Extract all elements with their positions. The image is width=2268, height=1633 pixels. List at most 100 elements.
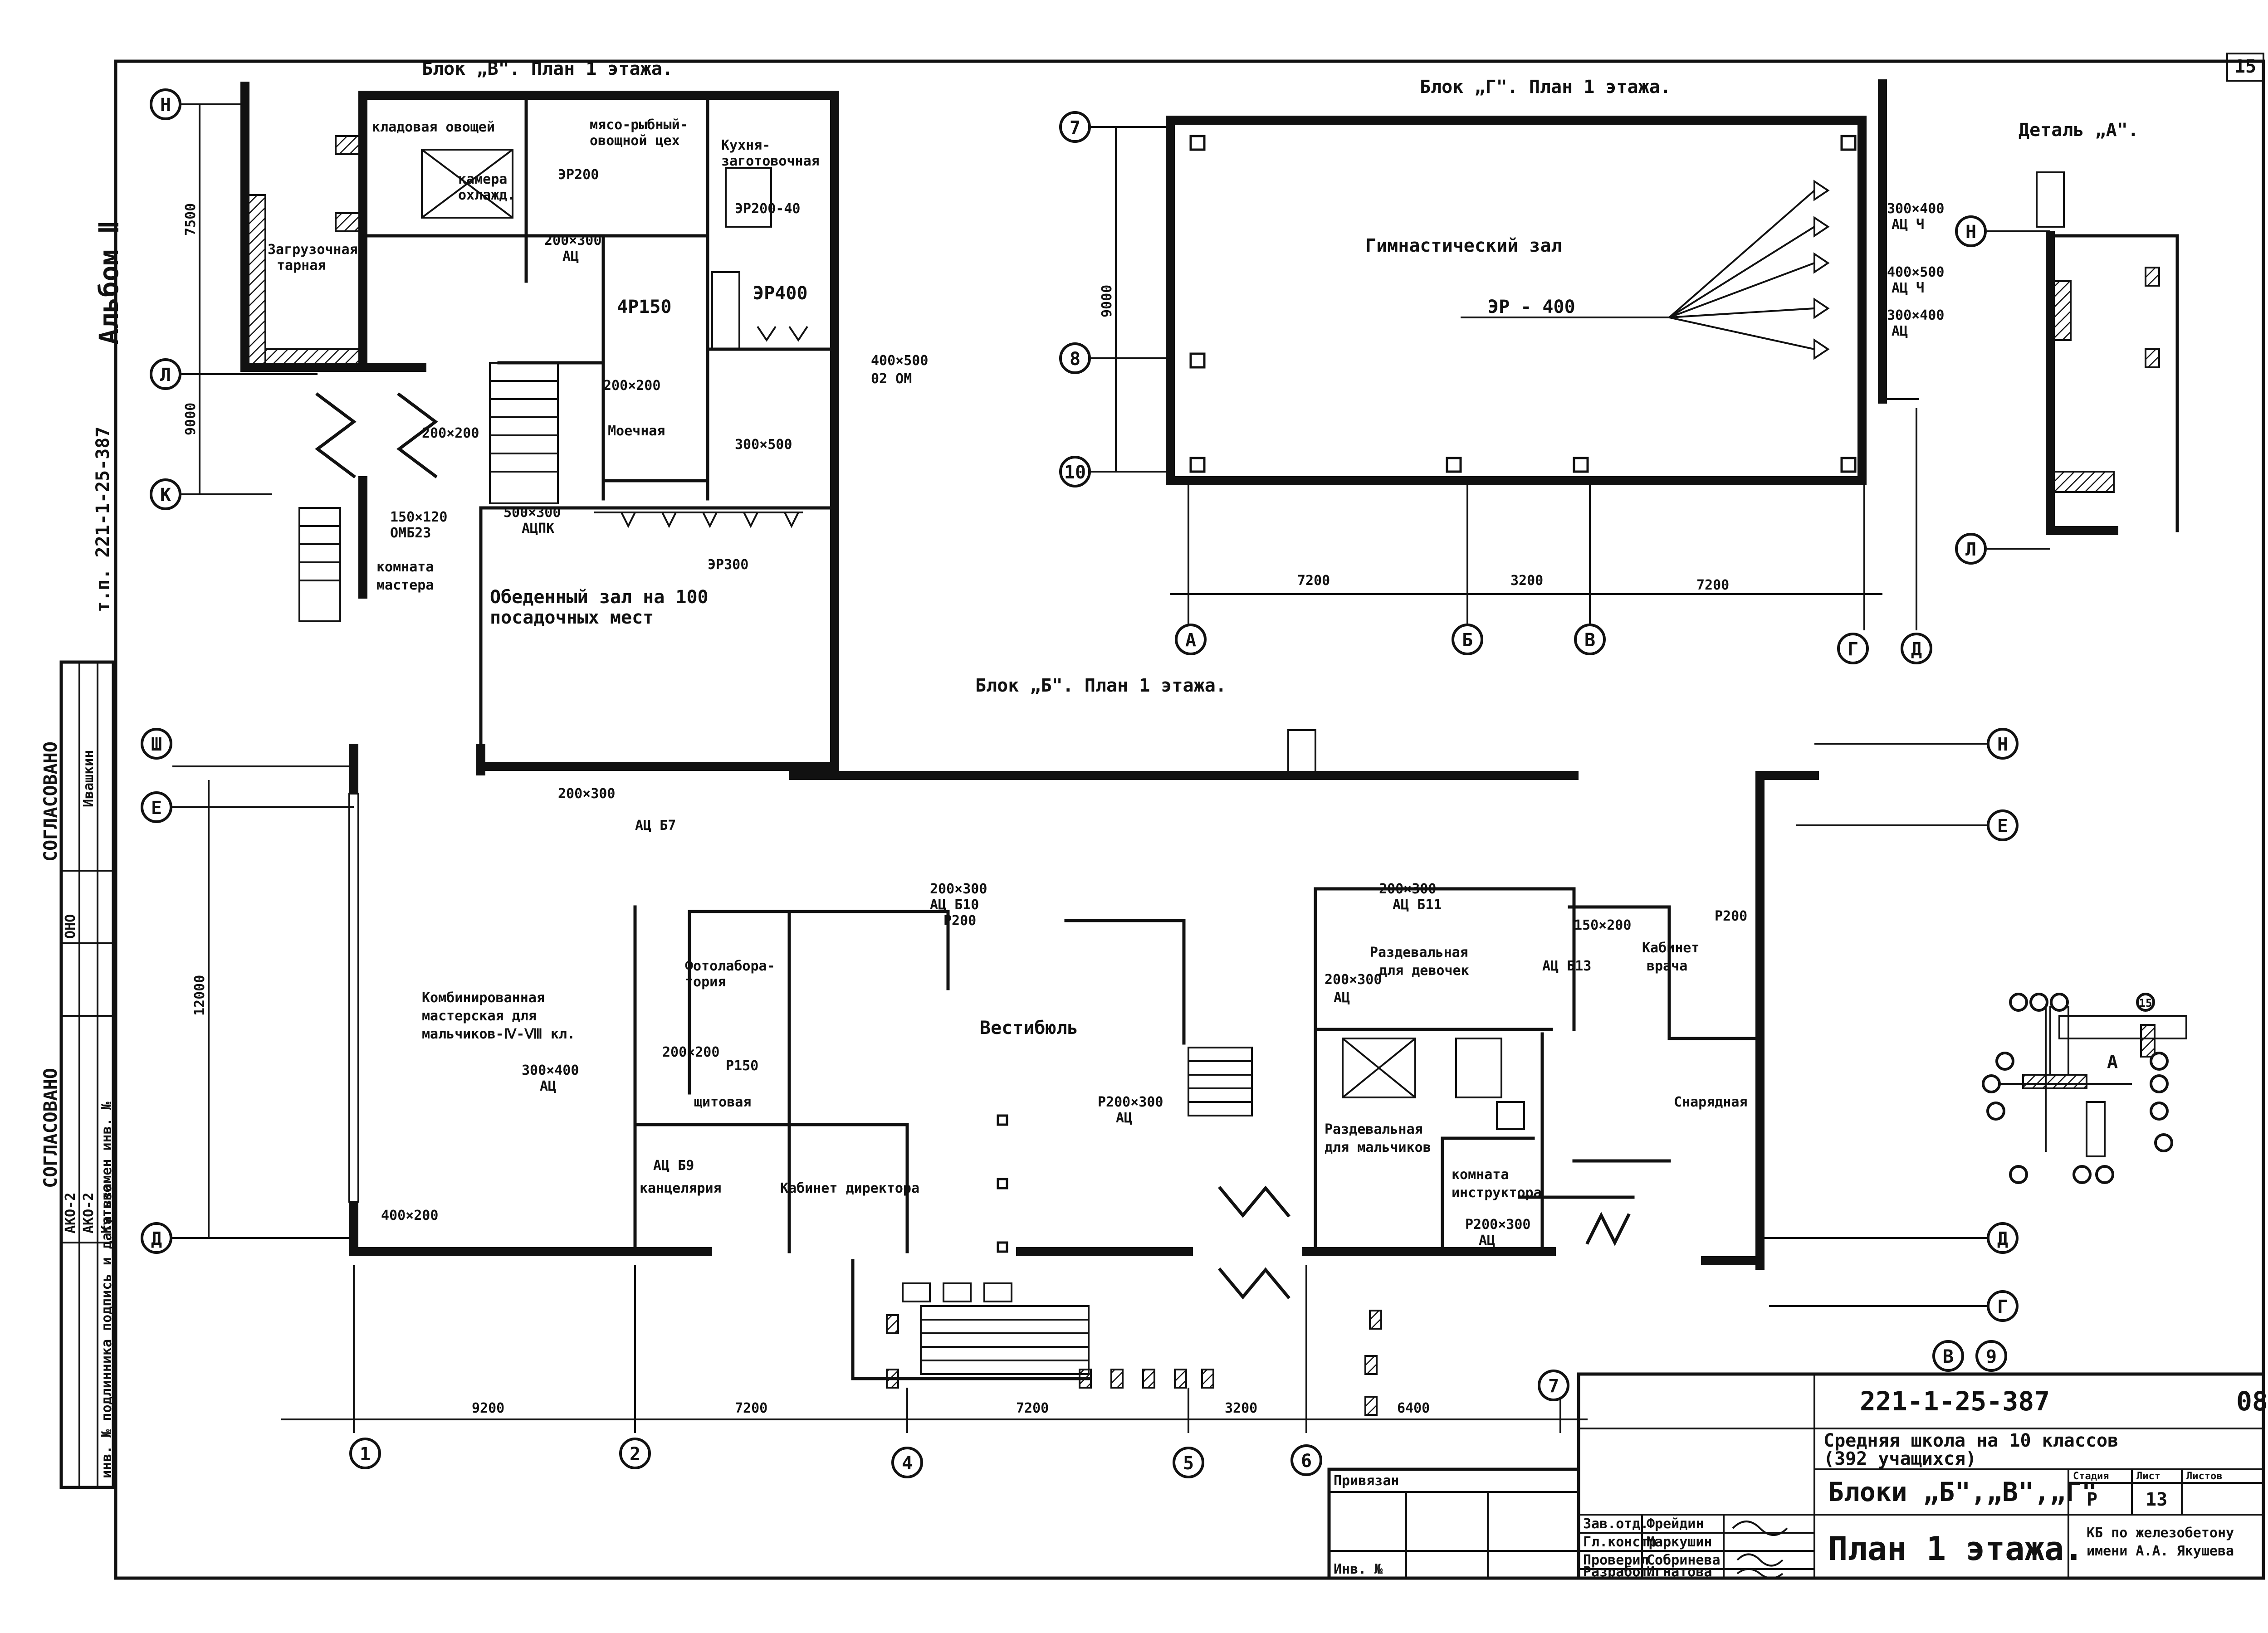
axis-label: 5: [1183, 1453, 1194, 1474]
dimension: 9000: [1099, 285, 1115, 317]
dimension: 9200: [472, 1400, 504, 1416]
room-label: для девочек: [1379, 963, 1469, 979]
axis-bubble: [1059, 456, 1091, 487]
equipment-note: 200×300: [558, 786, 615, 802]
room-label: посадочных мест: [490, 607, 654, 628]
equipment-note: ЭР400: [753, 283, 807, 304]
axis-bubble: [1538, 1370, 1569, 1401]
axis-bubble: [1574, 624, 1606, 655]
equipment-note: ЭР300: [708, 557, 748, 573]
equipment-note: 150×120: [390, 509, 447, 525]
equipment-note: АЦ Б10: [930, 897, 979, 913]
dimension: 3200: [1225, 1400, 1257, 1416]
equipment-note: 150×200: [1574, 917, 1631, 933]
equipment-note: АЦ: [562, 249, 579, 264]
axis-label: Г: [1848, 639, 1858, 660]
sheet-frame: [114, 59, 2265, 1580]
dimension: 7500: [183, 203, 199, 236]
axis-label: 7: [1070, 117, 1080, 138]
sheet-label: Лист: [2136, 1471, 2160, 1482]
key-label: 15: [2139, 997, 2152, 1009]
stage-label: Стадия: [2073, 1471, 2109, 1482]
org-name: КБ по железобетону: [2087, 1525, 2234, 1541]
equipment-note: АЦ: [1334, 990, 1350, 1006]
equipment-note: 300×400: [1887, 201, 1944, 217]
equipment-note: АЦ: [1892, 323, 1908, 339]
axis-label: Н: [1997, 734, 2008, 755]
axis-label: Н: [1965, 222, 1976, 243]
axis-bubble: [1059, 111, 1091, 143]
role: Гл.констр.: [1583, 1534, 1665, 1550]
equipment-note: АЦПК: [522, 521, 554, 536]
axis-bubble: [150, 478, 181, 510]
room-label: комната: [1452, 1167, 1509, 1183]
approval-row: ОНО: [63, 914, 78, 939]
equipment-note: АЦ Б13: [1542, 958, 1591, 974]
room-label: овощной цех: [590, 133, 680, 149]
role: Зав.отд.: [1583, 1516, 1649, 1532]
blocks-label: Блоки „Б",„В",„Г": [1828, 1477, 2097, 1507]
approval-label: СОГЛАСОВАНО: [40, 741, 61, 862]
axis-label: В: [1943, 1346, 1954, 1367]
axis-label: 10: [1064, 462, 1086, 483]
room-label: Фотолабора-: [685, 958, 775, 974]
room-label: мастерская для: [422, 1008, 537, 1024]
approval-stamp: СОГЛАСОВАНО СОГЛАСОВАНО ОНО АКО-2 АКО-2 …: [40, 221, 124, 1489]
equipment-note: 02 ОМ: [871, 371, 912, 387]
axis-label: Е: [1997, 816, 2008, 837]
equipment-note: АЦ: [1116, 1110, 1132, 1126]
room-label: заготовочная: [721, 153, 820, 169]
room-label: мясо-рыбный-: [590, 117, 688, 133]
room-label: Гимнастический зал: [1365, 235, 1562, 256]
dimension: 9000: [183, 403, 199, 435]
role: Разработ.: [1583, 1564, 1657, 1580]
approval-row: АКО-2: [81, 1193, 97, 1233]
inv-label: инв. № подлинника подпись и дата взамен …: [99, 1101, 115, 1478]
block-v-plan: Блок „В". План 1 этажа.: [150, 58, 928, 775]
axis-bubble: [150, 358, 181, 390]
room-label: Кабинет: [1642, 940, 1699, 956]
equipment-note: Р200×300: [1098, 1094, 1163, 1110]
axis-bubble: [1955, 533, 1987, 565]
dimension: 7200: [1297, 573, 1330, 589]
room-label: камера: [458, 171, 507, 187]
equipment-note: 200×200: [603, 378, 660, 394]
axis-bubble: [1901, 633, 1932, 664]
axis-bubble: [1175, 624, 1207, 655]
room-label: Загрузочная-: [268, 242, 366, 258]
axis-bubble: [141, 1222, 172, 1254]
room-label: тория: [685, 974, 726, 990]
equipment-note: АЦ Б7: [635, 818, 676, 834]
approval-label: СОГЛАСОВАНО: [40, 1068, 61, 1188]
equipment-note: 200×300: [1325, 972, 1382, 988]
equipment-note: Р200: [1715, 908, 1747, 924]
equipment-note: Р200: [943, 913, 976, 929]
role: Проверил: [1583, 1552, 1649, 1568]
equipment-note: ЭР200-40: [735, 201, 801, 217]
room-label: Вестибюль: [980, 1018, 1078, 1038]
axis-bubble: [1452, 624, 1483, 655]
axis-bubble: [1987, 1290, 2019, 1322]
equipment-note: Р200×300: [1465, 1217, 1531, 1233]
axis-label: Д: [1997, 1228, 2008, 1249]
equipment-note: АЦ Ч: [1892, 217, 1924, 233]
equipment-note: 200×300: [930, 881, 987, 897]
equipment-note: 4Р150: [617, 297, 671, 317]
sheet-code: 08: [2236, 1386, 2268, 1417]
axis-label: Л: [1965, 539, 1976, 560]
project-name: (392 учащихся): [1823, 1448, 1976, 1469]
room-label: Кухня-: [721, 137, 770, 153]
axis-bubble: [1290, 1444, 1322, 1476]
axis-bubble: [1987, 728, 2019, 760]
sheets-label: Листов: [2186, 1471, 2222, 1482]
inv-no-label: Инв. №: [1334, 1561, 1383, 1577]
axis-label: Д: [151, 1228, 162, 1249]
room-label: Раздевальная: [1325, 1121, 1423, 1137]
person: Собринева: [1647, 1552, 1721, 1568]
equipment-note: АЦ: [1479, 1233, 1495, 1248]
room-label: кладовая овощей: [372, 119, 495, 135]
axis-bubble: [1955, 215, 1987, 247]
equipment-note: 400×200: [381, 1208, 438, 1224]
block-b-title: Блок „Б". План 1 этажа.: [975, 675, 1227, 696]
